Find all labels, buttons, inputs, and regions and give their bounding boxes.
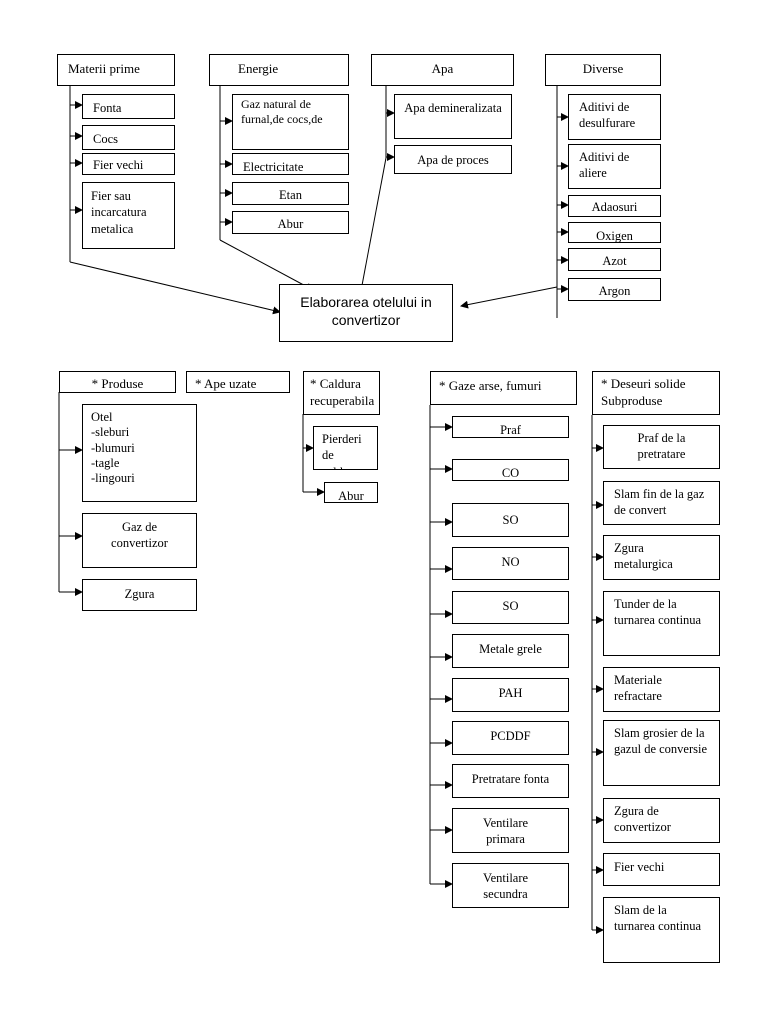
input-item-apa-demineralizata: Apa demineralizata	[394, 94, 512, 139]
input-item-apa-de-proces: Apa de proces	[394, 145, 512, 174]
input-item-aditivi-desulfurare: Aditivi de desulfurare	[568, 94, 661, 140]
input-item-gaz-natural: Gaz natural de furnal,de cocs,de	[232, 94, 349, 150]
input-item-fier-incarcatura: Fier sau incarcatura metalica	[82, 182, 175, 249]
output-item-otel: Otel -sleburi -blumuri -tagle -lingouri	[82, 404, 197, 502]
output-item-no: NO	[452, 547, 569, 580]
caldura-header: * Caldura recuperabila	[303, 371, 380, 415]
input-item-electricitate: Electricitate	[232, 153, 349, 175]
ape-uzate-header: * Ape uzate	[186, 371, 290, 393]
output-item-fier-vechi: Fier vechi	[603, 853, 720, 886]
output-item-zgura: Zgura	[82, 579, 197, 611]
deseuri-header: * Deseuri solide Subproduse	[592, 371, 720, 415]
input-item-etan: Etan	[232, 182, 349, 205]
input-item-azot: Azot	[568, 248, 661, 271]
input-item-abur: Abur	[232, 211, 349, 234]
output-item-slam-fin: Slam fin de la gaz de convert	[603, 481, 720, 525]
output-item-so-2: SO	[452, 591, 569, 624]
output-item-praf: Praf	[452, 416, 569, 438]
output-item-pcddf: PCDDF	[452, 721, 569, 755]
output-item-pah: PAH	[452, 678, 569, 712]
gaze-arse-header: * Gaze arse, fumuri	[430, 371, 577, 405]
input-item-fier-vechi: Fier vechi	[82, 153, 175, 175]
output-item-ventilare-secundra: Ventilare secundra	[452, 863, 569, 908]
output-item-zgura-metalurgica: Zgura metalurgica	[603, 535, 720, 580]
energie-header: Energie	[209, 54, 349, 86]
input-item-oxigen: Oxigen	[568, 222, 661, 243]
apa-header: Apa	[371, 54, 514, 86]
output-item-materiale-refractare: Materiale refractare	[603, 667, 720, 712]
output-item-slam-grosier: Slam grosier de la gazul de conversie	[603, 720, 720, 786]
input-item-adaosuri: Adaosuri	[568, 195, 661, 217]
diverse-header: Diverse	[545, 54, 661, 86]
output-item-ventilare-primara: Ventilare primara	[452, 808, 569, 853]
input-item-cocs: Cocs	[82, 125, 175, 150]
materii-prime-header: Materii prime	[57, 54, 175, 86]
output-item-praf-pretratare: Praf de la pretratare	[603, 425, 720, 469]
output-item-tunder: Tunder de la turnarea continua	[603, 591, 720, 656]
output-item-zgura-convertizor: Zgura de convertizor	[603, 798, 720, 843]
output-item-so: SO	[452, 503, 569, 537]
main-process-box: Elaborarea otelului in convertizor	[279, 284, 453, 342]
output-item-co: CO	[452, 459, 569, 481]
output-item-pierderi-caldura: Pierderi de caldura	[313, 426, 378, 470]
input-item-aditivi-aliere: Aditivi de aliere	[568, 144, 661, 189]
output-item-abur: Abur	[324, 482, 378, 503]
input-item-argon: Argon	[568, 278, 661, 301]
output-item-pretratare-fonta: Pretratare fonta	[452, 764, 569, 798]
produse-header: * Produse	[59, 371, 176, 393]
output-item-slam-turnare: Slam de la turnarea continua	[603, 897, 720, 963]
input-item-fonta: Fonta	[82, 94, 175, 119]
output-item-gaz-convertizor: Gaz de convertizor	[82, 513, 197, 568]
output-item-metale-grele: Metale grele	[452, 634, 569, 668]
